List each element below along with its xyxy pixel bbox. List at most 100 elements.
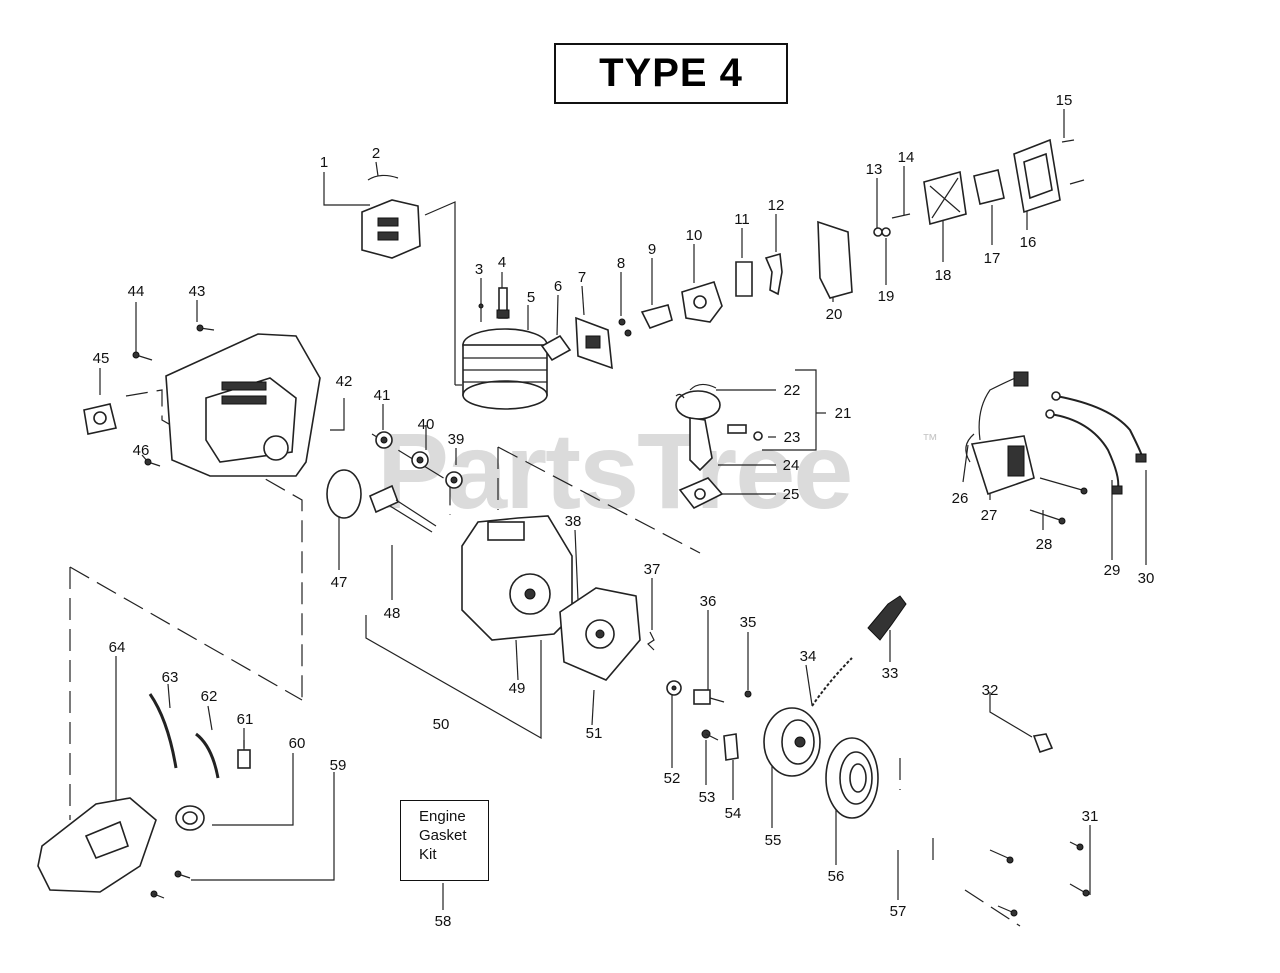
part-number-label: 41 xyxy=(374,387,391,404)
part-number-label: 51 xyxy=(586,725,603,742)
kit-line-3: Kit xyxy=(419,846,437,863)
part-number-label: 61 xyxy=(237,711,254,728)
part-number-label: 30 xyxy=(1138,570,1155,587)
part-number-label: 36 xyxy=(700,593,717,610)
part-number-label: 64 xyxy=(109,639,126,656)
part-number-label: 53 xyxy=(699,789,716,806)
part-number-label: 42 xyxy=(336,373,353,390)
part-number-label: 9 xyxy=(648,241,656,258)
part-number-label: 20 xyxy=(826,306,843,323)
part-43-44-screws xyxy=(132,324,215,467)
part-number-label: 17 xyxy=(984,250,1001,267)
part-36-bolt xyxy=(693,689,725,705)
part-32-clip xyxy=(1032,733,1054,754)
part-number-label: 5 xyxy=(527,289,535,306)
part-53-54-screw-clip xyxy=(701,729,739,761)
part-59-screws xyxy=(150,870,191,899)
part-16-filter-cover xyxy=(1013,138,1085,214)
part-number-label: 44 xyxy=(128,283,145,300)
part-25-gasket xyxy=(678,477,724,510)
part-number-label: 50 xyxy=(433,716,450,733)
part-number-label: 54 xyxy=(725,805,742,822)
part-number-label: 2 xyxy=(372,145,380,162)
part-11-plate xyxy=(735,261,753,297)
part-5-cylinder xyxy=(462,328,548,410)
part-number-label: 59 xyxy=(330,757,347,774)
part-1-muffler-cover xyxy=(361,199,421,259)
part-30-wire xyxy=(1051,391,1147,463)
part-61-filter xyxy=(237,740,251,769)
part-18-filter-screen xyxy=(923,170,967,226)
part-56-spring-reel xyxy=(825,737,879,819)
part-number-label: 33 xyxy=(882,665,899,682)
part-number-label: 35 xyxy=(740,614,757,631)
part-number-label: 57 xyxy=(890,903,907,920)
part-39-40-41-bearings xyxy=(375,431,463,489)
part-22-clip xyxy=(689,383,717,391)
part-33-handle xyxy=(867,595,907,641)
part-6-gasket xyxy=(540,334,572,362)
part-number-label: 28 xyxy=(1036,536,1053,553)
part-number-label: 11 xyxy=(734,211,750,228)
part-37-spring xyxy=(647,631,655,651)
part-42-engine-shroud xyxy=(165,333,321,477)
part-number-label: 62 xyxy=(201,688,218,705)
part-7-intake xyxy=(575,316,613,370)
part-63-62-fuel-lines xyxy=(148,693,220,779)
part-number-label: 49 xyxy=(509,680,526,697)
part-20-air-filter-base xyxy=(817,220,853,299)
diagram-title: TYPE 4 xyxy=(599,51,743,95)
part-number-label: 24 xyxy=(783,457,800,474)
part-number-label: 13 xyxy=(866,161,883,178)
part-number-label: 56 xyxy=(828,868,845,885)
part-number-label: 32 xyxy=(982,682,999,699)
part-17-filter xyxy=(973,169,1005,205)
part-52-washer xyxy=(666,680,682,696)
part-number-label: 52 xyxy=(664,770,681,787)
part-number-label: 58 xyxy=(435,913,452,930)
part-number-label: 39 xyxy=(448,431,465,448)
part-number-label: 4 xyxy=(498,254,506,271)
part-12-lever xyxy=(764,252,783,296)
part-45-clamp xyxy=(83,403,117,435)
part-number-label: 38 xyxy=(565,513,582,530)
part-number-label: 22 xyxy=(784,382,801,399)
part-number-label: 10 xyxy=(686,227,703,244)
part-8-screws xyxy=(618,318,632,337)
part-48-crankshaft xyxy=(368,484,437,533)
part-31-screws xyxy=(989,841,1090,917)
dashed-explode-lines xyxy=(69,389,1021,927)
part-27-ignition-module xyxy=(970,371,1088,496)
part-9-gasket xyxy=(640,304,673,329)
part-24-piston-rod xyxy=(675,390,763,472)
part-number-label: 3 xyxy=(475,261,483,278)
engine-gasket-kit-box: Engine Gasket Kit xyxy=(400,800,489,881)
part-number-label: 55 xyxy=(765,832,782,849)
part-number-label: 8 xyxy=(617,255,625,272)
part-number-label: 7 xyxy=(578,269,586,286)
part-number-label: 26 xyxy=(952,490,969,507)
part-number-label: 37 xyxy=(644,561,661,578)
part-number-label: 19 xyxy=(878,288,895,305)
part-number-label: 16 xyxy=(1020,234,1037,251)
part-64-fuel-tank xyxy=(37,797,157,893)
part-51-flywheel-housing xyxy=(559,587,641,681)
part-number-label: 1 xyxy=(320,154,328,171)
part-4-spark-plug xyxy=(496,287,510,319)
part-26-clip xyxy=(965,433,975,463)
part-3-bolt xyxy=(478,303,484,322)
part-number-label: 63 xyxy=(162,669,179,686)
part-13-14-washers xyxy=(873,213,911,237)
part-number-label: 46 xyxy=(133,442,150,459)
trademark-symbol: ™ xyxy=(922,432,938,449)
part-number-label: 34 xyxy=(800,648,817,665)
part-10-carburetor xyxy=(681,281,723,323)
part-number-label: 25 xyxy=(783,486,800,503)
part-34-starter-rope xyxy=(811,657,853,707)
part-number-label: 6 xyxy=(554,278,562,295)
part-number-label: 12 xyxy=(768,197,785,214)
part-28-screw xyxy=(1029,509,1066,525)
part-number-label: 18 xyxy=(935,267,952,284)
